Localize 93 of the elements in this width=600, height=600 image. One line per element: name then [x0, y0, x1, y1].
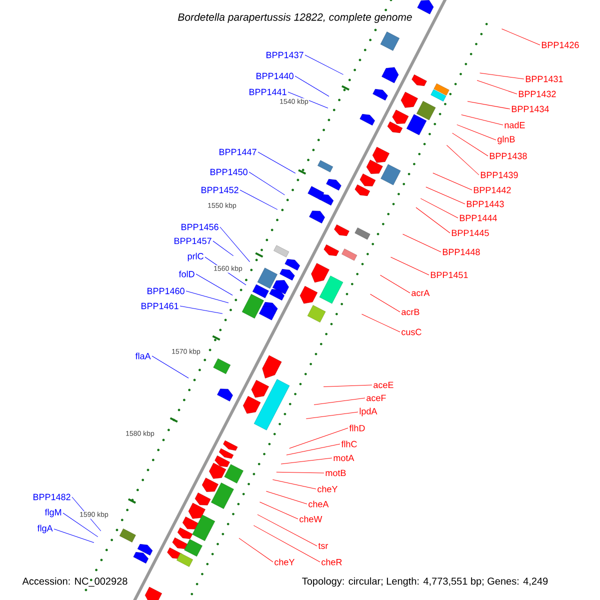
gene-label: cheA — [308, 500, 329, 508]
leader-line — [260, 502, 298, 520]
gene-label: BPP1426 — [542, 42, 579, 48]
gene-label: cheW — [300, 516, 322, 522]
leader-line — [152, 356, 189, 378]
leader-line — [289, 428, 348, 449]
leader-line — [288, 92, 328, 108]
gene-label: flaA — [135, 352, 151, 360]
leader-line — [402, 234, 442, 252]
leader-line — [452, 132, 488, 156]
gene-label: BPP1452 — [202, 186, 238, 194]
leader-line — [253, 525, 320, 562]
gene-label: BPP1437 — [266, 52, 304, 58]
leader-line — [54, 528, 94, 543]
leader-line — [446, 145, 480, 176]
gene-label: BPP1440 — [256, 72, 294, 80]
leader-line — [456, 124, 496, 140]
gene-label: flgM — [44, 508, 62, 518]
leader-line — [257, 514, 318, 546]
leader-line — [480, 72, 524, 80]
gene-label: BPP1482 — [34, 494, 70, 500]
gene-label: BPP1447 — [220, 148, 256, 156]
gene-label: cusC — [402, 328, 422, 336]
leader-line — [294, 76, 330, 97]
gene-label: motA — [334, 454, 354, 462]
leader-line — [186, 290, 229, 304]
leader-line — [323, 384, 372, 387]
gene-label: flgA — [37, 524, 53, 534]
gene-label: BPP1451 — [430, 272, 468, 278]
leader-line — [362, 314, 400, 332]
leader-line — [196, 274, 233, 296]
gene-label: BPP1460 — [148, 288, 184, 294]
gene-label: lpdA — [360, 408, 378, 416]
gene-label: BPP1445 — [452, 230, 489, 236]
gene-label: BPP1432 — [518, 90, 556, 98]
leader-line — [238, 538, 274, 562]
leader-line — [416, 207, 450, 234]
gene-label: BPP1443 — [466, 200, 504, 208]
leader-line — [220, 226, 250, 262]
leader-line — [461, 114, 504, 126]
gene-label: flhC — [341, 440, 357, 448]
gene-label: BPP1438 — [490, 152, 527, 160]
gene-label: acrA — [412, 290, 430, 296]
leader-line — [62, 512, 98, 538]
leader-line — [258, 152, 296, 174]
leader-line — [370, 294, 400, 312]
leader-line — [476, 80, 518, 94]
leader-line — [240, 190, 278, 210]
gene-label: cheR — [322, 558, 342, 566]
leader-line — [380, 274, 410, 294]
leader-line — [248, 172, 285, 196]
leader-line — [280, 458, 332, 464]
gene-label: flhD — [349, 424, 365, 432]
leader-line — [306, 412, 358, 420]
gene-label: acrB — [402, 308, 420, 316]
gene-label: BPP1444 — [460, 214, 497, 222]
gene-label: aceF — [366, 394, 386, 402]
leader-line — [276, 472, 324, 474]
gene-label: BPP1456 — [182, 224, 218, 230]
gene-label: BPP1434 — [512, 106, 549, 112]
gene-label: glnB — [498, 136, 515, 144]
gene-label: BPP1441 — [250, 88, 286, 96]
gene-label: BPP1442 — [474, 186, 511, 194]
gene-label: nadE — [504, 122, 525, 128]
gene-label: tsr — [318, 543, 328, 549]
leader-line — [420, 198, 458, 218]
leader-line — [502, 28, 540, 46]
gene-label: cheY — [318, 486, 338, 492]
leader-line — [212, 240, 234, 256]
title: Bordetella parapertussis 12822, complete genome — [176, 12, 414, 24]
leader-line — [314, 398, 366, 406]
gene-label: BPP1461 — [142, 302, 178, 310]
gene-label: folD — [178, 270, 194, 278]
gene-label: prlC — [188, 252, 204, 262]
accession-text: Accession: NC_002928 — [22, 577, 128, 587]
gene-label: BPP1457 — [174, 238, 212, 244]
leader-line — [266, 491, 308, 504]
gene-label: cheY — [274, 558, 295, 566]
gene-label: BPP1439 — [480, 172, 518, 178]
leader-line — [304, 54, 344, 75]
gene-label: BPP1448 — [442, 248, 480, 256]
leader-line — [272, 479, 316, 490]
leader-line — [426, 186, 466, 204]
leader-line — [467, 101, 510, 110]
gene-label: aceE — [374, 382, 394, 388]
leader-line — [180, 306, 223, 314]
genome-summary-text: Topology: circular; Length: 4,773,551 bp; Genes: 4,249 — [302, 577, 548, 587]
gene-label: BPP1431 — [526, 76, 563, 82]
leader-line — [432, 172, 472, 190]
leader-line — [286, 444, 340, 456]
gene-label: motB — [326, 470, 346, 476]
leader-line — [390, 256, 430, 276]
gene-label: BPP1450 — [210, 168, 248, 176]
